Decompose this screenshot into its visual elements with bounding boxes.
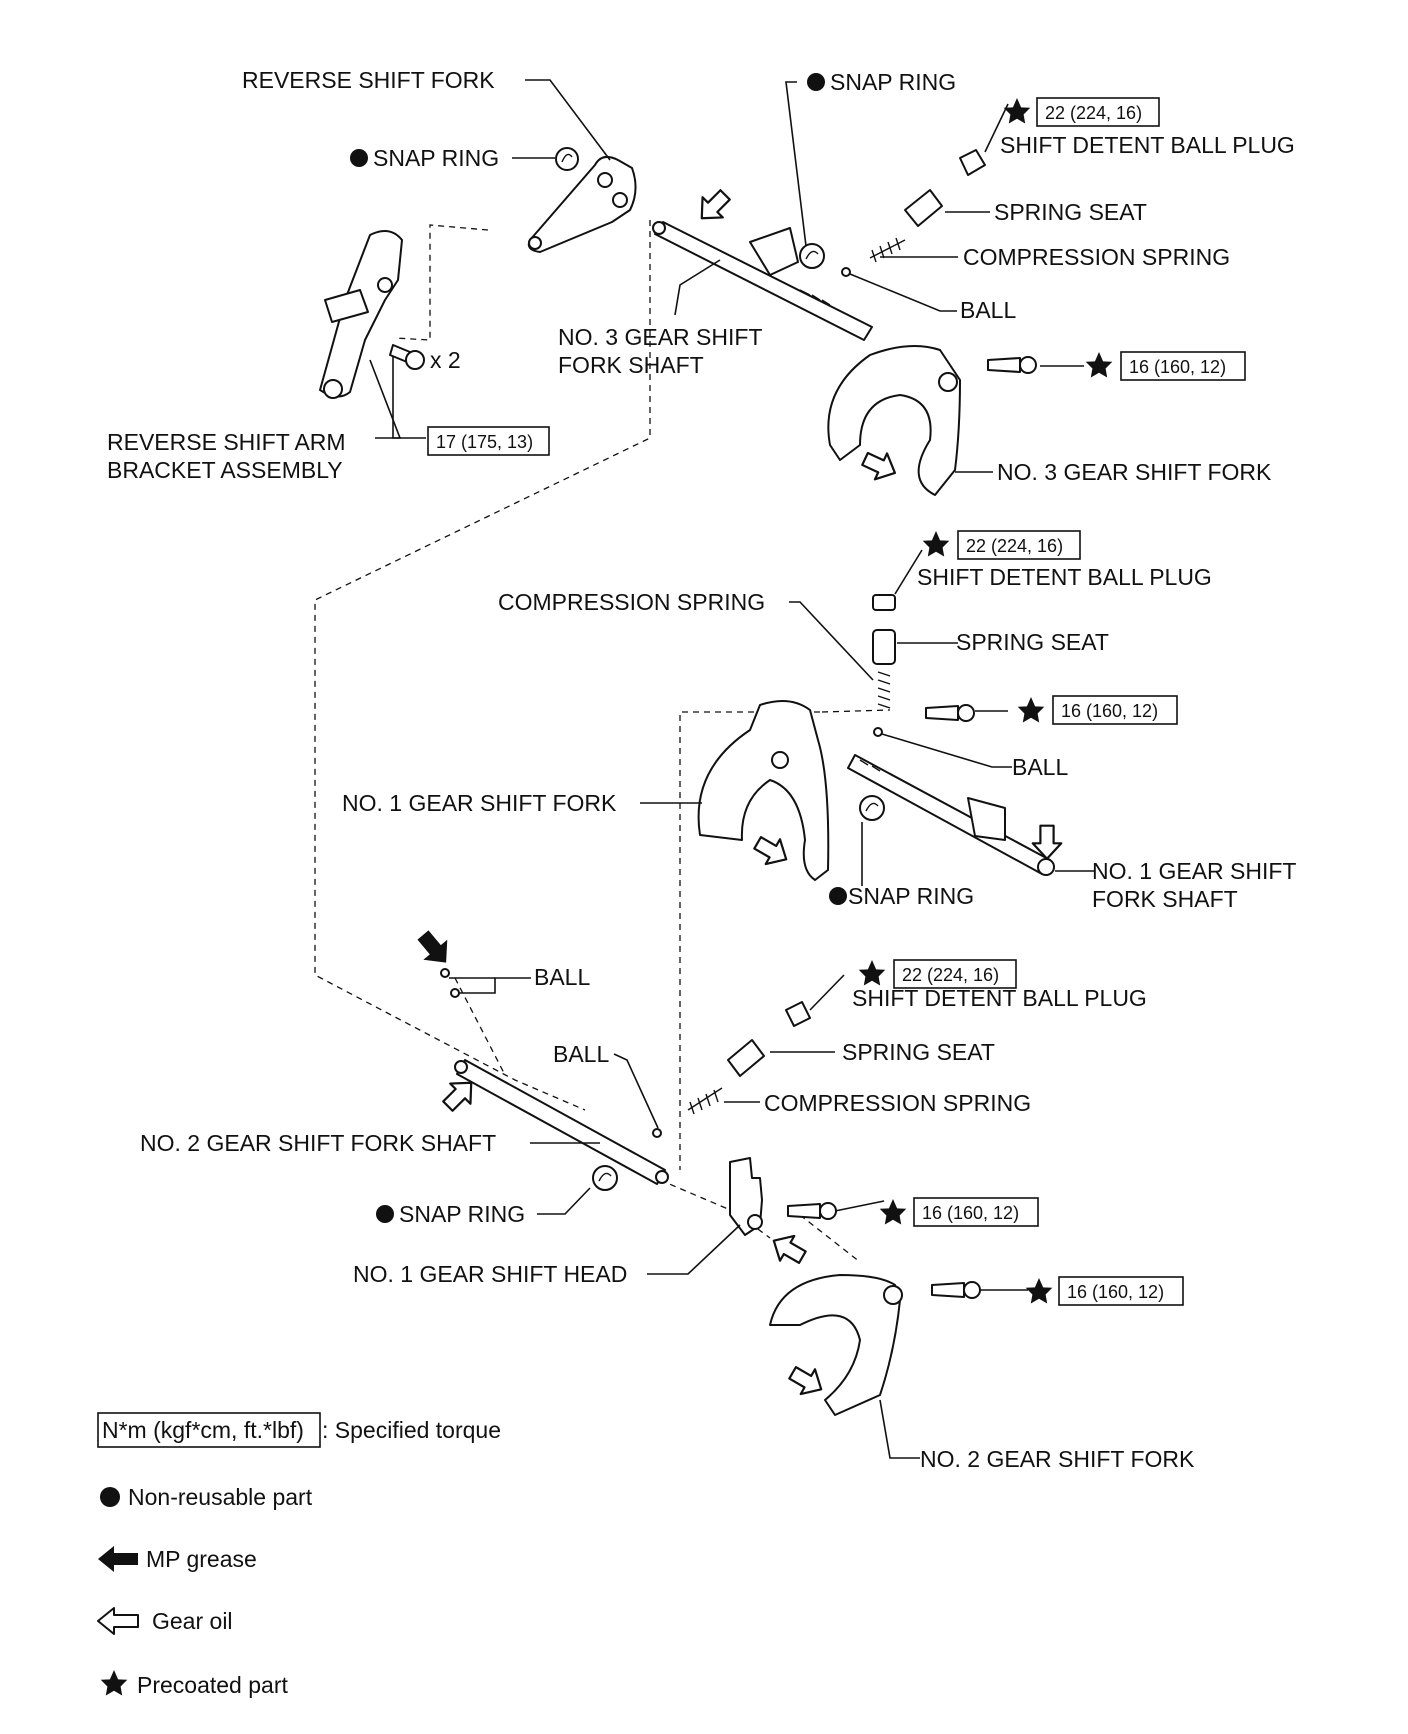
torque-box-bolt-2: 16 (160, 12) (1052, 695, 1178, 725)
head-bolt-part (787, 1202, 837, 1220)
mp-grease-arrow-icon (411, 925, 459, 973)
torque-box-plug-2: 22 (224, 16) (957, 530, 1081, 560)
snap-ring-part-2 (799, 243, 825, 269)
no3-bolt-part (987, 356, 1037, 374)
torque-box-bolt-1: 16 (160, 12) (1120, 351, 1246, 381)
legend-torque: N*m (kgf*cm, ft.*lbf) : Specified torque (97, 1412, 501, 1448)
label-snap-ring-1: SNAP RING (373, 145, 499, 171)
torque-value: 16 (160, 12) (1067, 1282, 1164, 1302)
label-snap-ring-2: SNAP RING (830, 69, 956, 95)
label-spring-seat-1: SPRING SEAT (994, 199, 1147, 225)
snap-ring-part-3 (859, 795, 885, 821)
detent-assembly-part-1 (841, 149, 986, 277)
label-compression-spring-1: COMPRESSION SPRING (963, 244, 1230, 270)
detent-assembly-part-3 (687, 1001, 811, 1115)
snap-ring-part-1 (555, 147, 579, 171)
torque-box-bracket: 17 (175, 13) (427, 426, 550, 456)
label-spring-seat-2: SPRING SEAT (956, 629, 1109, 655)
legend: N*m (kgf*cm, ft.*lbf) : Specified torque… (97, 1412, 501, 1698)
torque-value: 22 (224, 16) (1045, 103, 1142, 123)
label-shift-detent-ball-plug-3: SHIFT DETENT BALL PLUG (852, 985, 1147, 1011)
label-reverse-arm-line1: REVERSE SHIFT ARM (107, 429, 346, 455)
legend-torque-box-text: N*m (kgf*cm, ft.*lbf) (102, 1417, 304, 1443)
torque-box-plug-3: 22 (224, 16) (893, 959, 1017, 989)
label-no2-fork: NO. 2 GEAR SHIFT FORK (920, 1446, 1195, 1472)
no3-gear-shift-fork-part (827, 345, 961, 496)
leader-lines (369, 79, 1095, 1459)
legend-gear-oil: Gear oil (97, 1607, 233, 1635)
label-reverse-arm-line2: BRACKET ASSEMBLY (107, 457, 343, 483)
label-snap-ring-3: SNAP RING (848, 883, 974, 909)
no2-gear-shift-fork-shaft-part (454, 1059, 669, 1185)
label-no1-shaft-line1: NO. 1 GEAR SHIFT (1092, 858, 1296, 884)
label-no1-fork: NO. 1 GEAR SHIFT FORK (342, 790, 617, 816)
label-ball-3: BALL (534, 964, 590, 990)
label-no2-shaft: NO. 2 GEAR SHIFT FORK SHAFT (140, 1130, 496, 1156)
gear-oil-arrow-icon (97, 1607, 139, 1635)
no3-gear-shift-fork-shaft-part (652, 221, 873, 341)
ball-part-1 (873, 727, 883, 737)
reverse-shift-arm-bracket-part (319, 230, 403, 399)
bracket-bolt-part (389, 344, 425, 370)
label-ball-1: BALL (960, 297, 1016, 323)
legend-precoated-text: Precoated part (137, 1672, 288, 1698)
label-no3-fork: NO. 3 GEAR SHIFT FORK (997, 459, 1272, 485)
label-reverse-shift-fork: REVERSE SHIFT FORK (242, 67, 495, 93)
torque-box-bolt-3: 16 (160, 12) (913, 1197, 1039, 1227)
legend-non-reusable: Non-reusable part (100, 1484, 313, 1510)
legend-torque-text: : Specified torque (322, 1417, 501, 1443)
reverse-shift-fork-part (527, 155, 637, 253)
label-shift-detent-ball-plug-2: SHIFT DETENT BALL PLUG (917, 564, 1212, 590)
non-reusable-dot-icon (350, 73, 847, 1223)
tail-bolt-part (931, 1281, 981, 1299)
torque-value: 17 (175, 13) (436, 432, 533, 452)
ball-part-2 (440, 968, 450, 978)
label-ball-2: BALL (1012, 754, 1068, 780)
legend-gear-oil-text: Gear oil (152, 1608, 233, 1634)
label-shift-detent-ball-plug-1: SHIFT DETENT BALL PLUG (1000, 132, 1295, 158)
mp-grease-arrow-icon (98, 1546, 138, 1572)
snap-ring-part-4 (592, 1165, 618, 1191)
label-no1-shaft-line2: FORK SHAFT (1092, 886, 1238, 912)
label-no1-head: NO. 1 GEAR SHIFT HEAD (353, 1261, 627, 1287)
label-no3-shaft-line1: NO. 3 GEAR SHIFT (558, 324, 762, 350)
no1-gear-shift-head-part (729, 1157, 763, 1236)
labels: REVERSE SHIFT FORK SNAP RING SNAP RING S… (107, 67, 1296, 1472)
ball-part-3 (450, 988, 460, 998)
non-reusable-dot-icon (100, 1487, 120, 1507)
legend-mp-grease-text: MP grease (146, 1546, 257, 1572)
no2-gear-shift-fork-part (769, 1274, 903, 1416)
ball-part-4 (652, 1128, 662, 1138)
no1-gear-shift-fork-part (697, 700, 830, 881)
label-compression-spring-3: COMPRESSION SPRING (764, 1090, 1031, 1116)
legend-non-reusable-text: Non-reusable part (128, 1484, 313, 1510)
label-no3-shaft-line2: FORK SHAFT (558, 352, 704, 378)
detent-assembly-part-2 (872, 594, 896, 709)
no1-gear-shift-fork-shaft-part (847, 754, 1055, 876)
label-ball-4: BALL (553, 1041, 609, 1067)
legend-mp-grease: MP grease (98, 1546, 257, 1572)
label-compression-spring-2: COMPRESSION SPRING (498, 589, 765, 615)
label-spring-seat-3: SPRING SEAT (842, 1039, 995, 1065)
torque-value: 16 (160, 12) (1129, 357, 1226, 377)
torque-value: 16 (160, 12) (922, 1203, 1019, 1223)
label-snap-ring-4: SNAP RING (399, 1201, 525, 1227)
torque-value: 22 (224, 16) (966, 536, 1063, 556)
torque-box-plug-1: 22 (224, 16) (1036, 97, 1160, 127)
no1-bolt-part (925, 704, 975, 722)
precoated-star-icon (100, 1670, 128, 1696)
torque-value: 22 (224, 16) (902, 965, 999, 985)
torque-box-bolt-4: 16 (160, 12) (1058, 1276, 1184, 1306)
torque-value: 16 (160, 12) (1061, 701, 1158, 721)
label-times-two: x 2 (430, 347, 461, 373)
legend-precoated: Precoated part (100, 1670, 288, 1698)
